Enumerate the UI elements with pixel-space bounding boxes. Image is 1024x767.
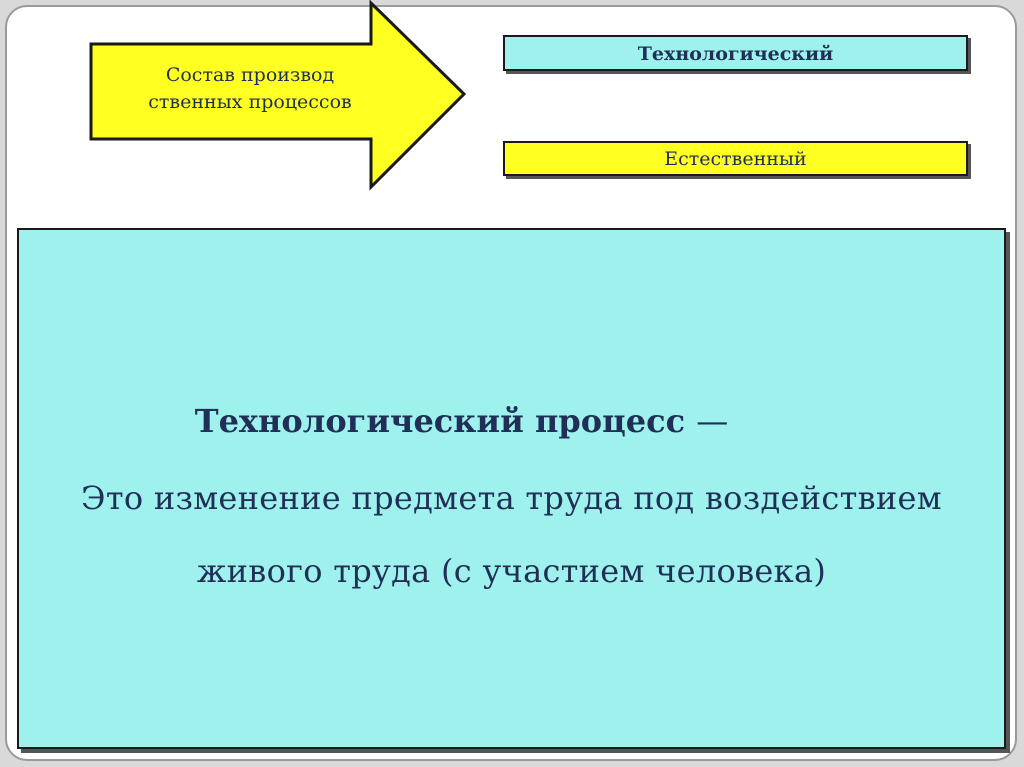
- technological-box: Технологический: [503, 35, 968, 71]
- definition-text-line-2: живого труда (с участием человека): [196, 552, 827, 590]
- natural-box: Естественный: [503, 141, 968, 176]
- definition-text: Это изменение предмета труда под воздейс…: [19, 462, 1004, 608]
- arrow-shape: [89, 0, 467, 191]
- arrow-label-line-1: Состав производ: [165, 64, 335, 86]
- definition-term: Технологический процесс: [194, 402, 686, 440]
- definition-panel: Технологический процесс — Это изменение …: [17, 228, 1006, 749]
- definition-text-line-1: Это изменение предмета труда под воздейс…: [81, 479, 942, 517]
- arrow-label-line-2: ственных процессов: [148, 91, 352, 113]
- arrow-label: Состав производ ственных процессов: [120, 62, 380, 116]
- definition-term-line: Технологический процесс —: [0, 402, 954, 440]
- definition-dash: —: [696, 402, 729, 440]
